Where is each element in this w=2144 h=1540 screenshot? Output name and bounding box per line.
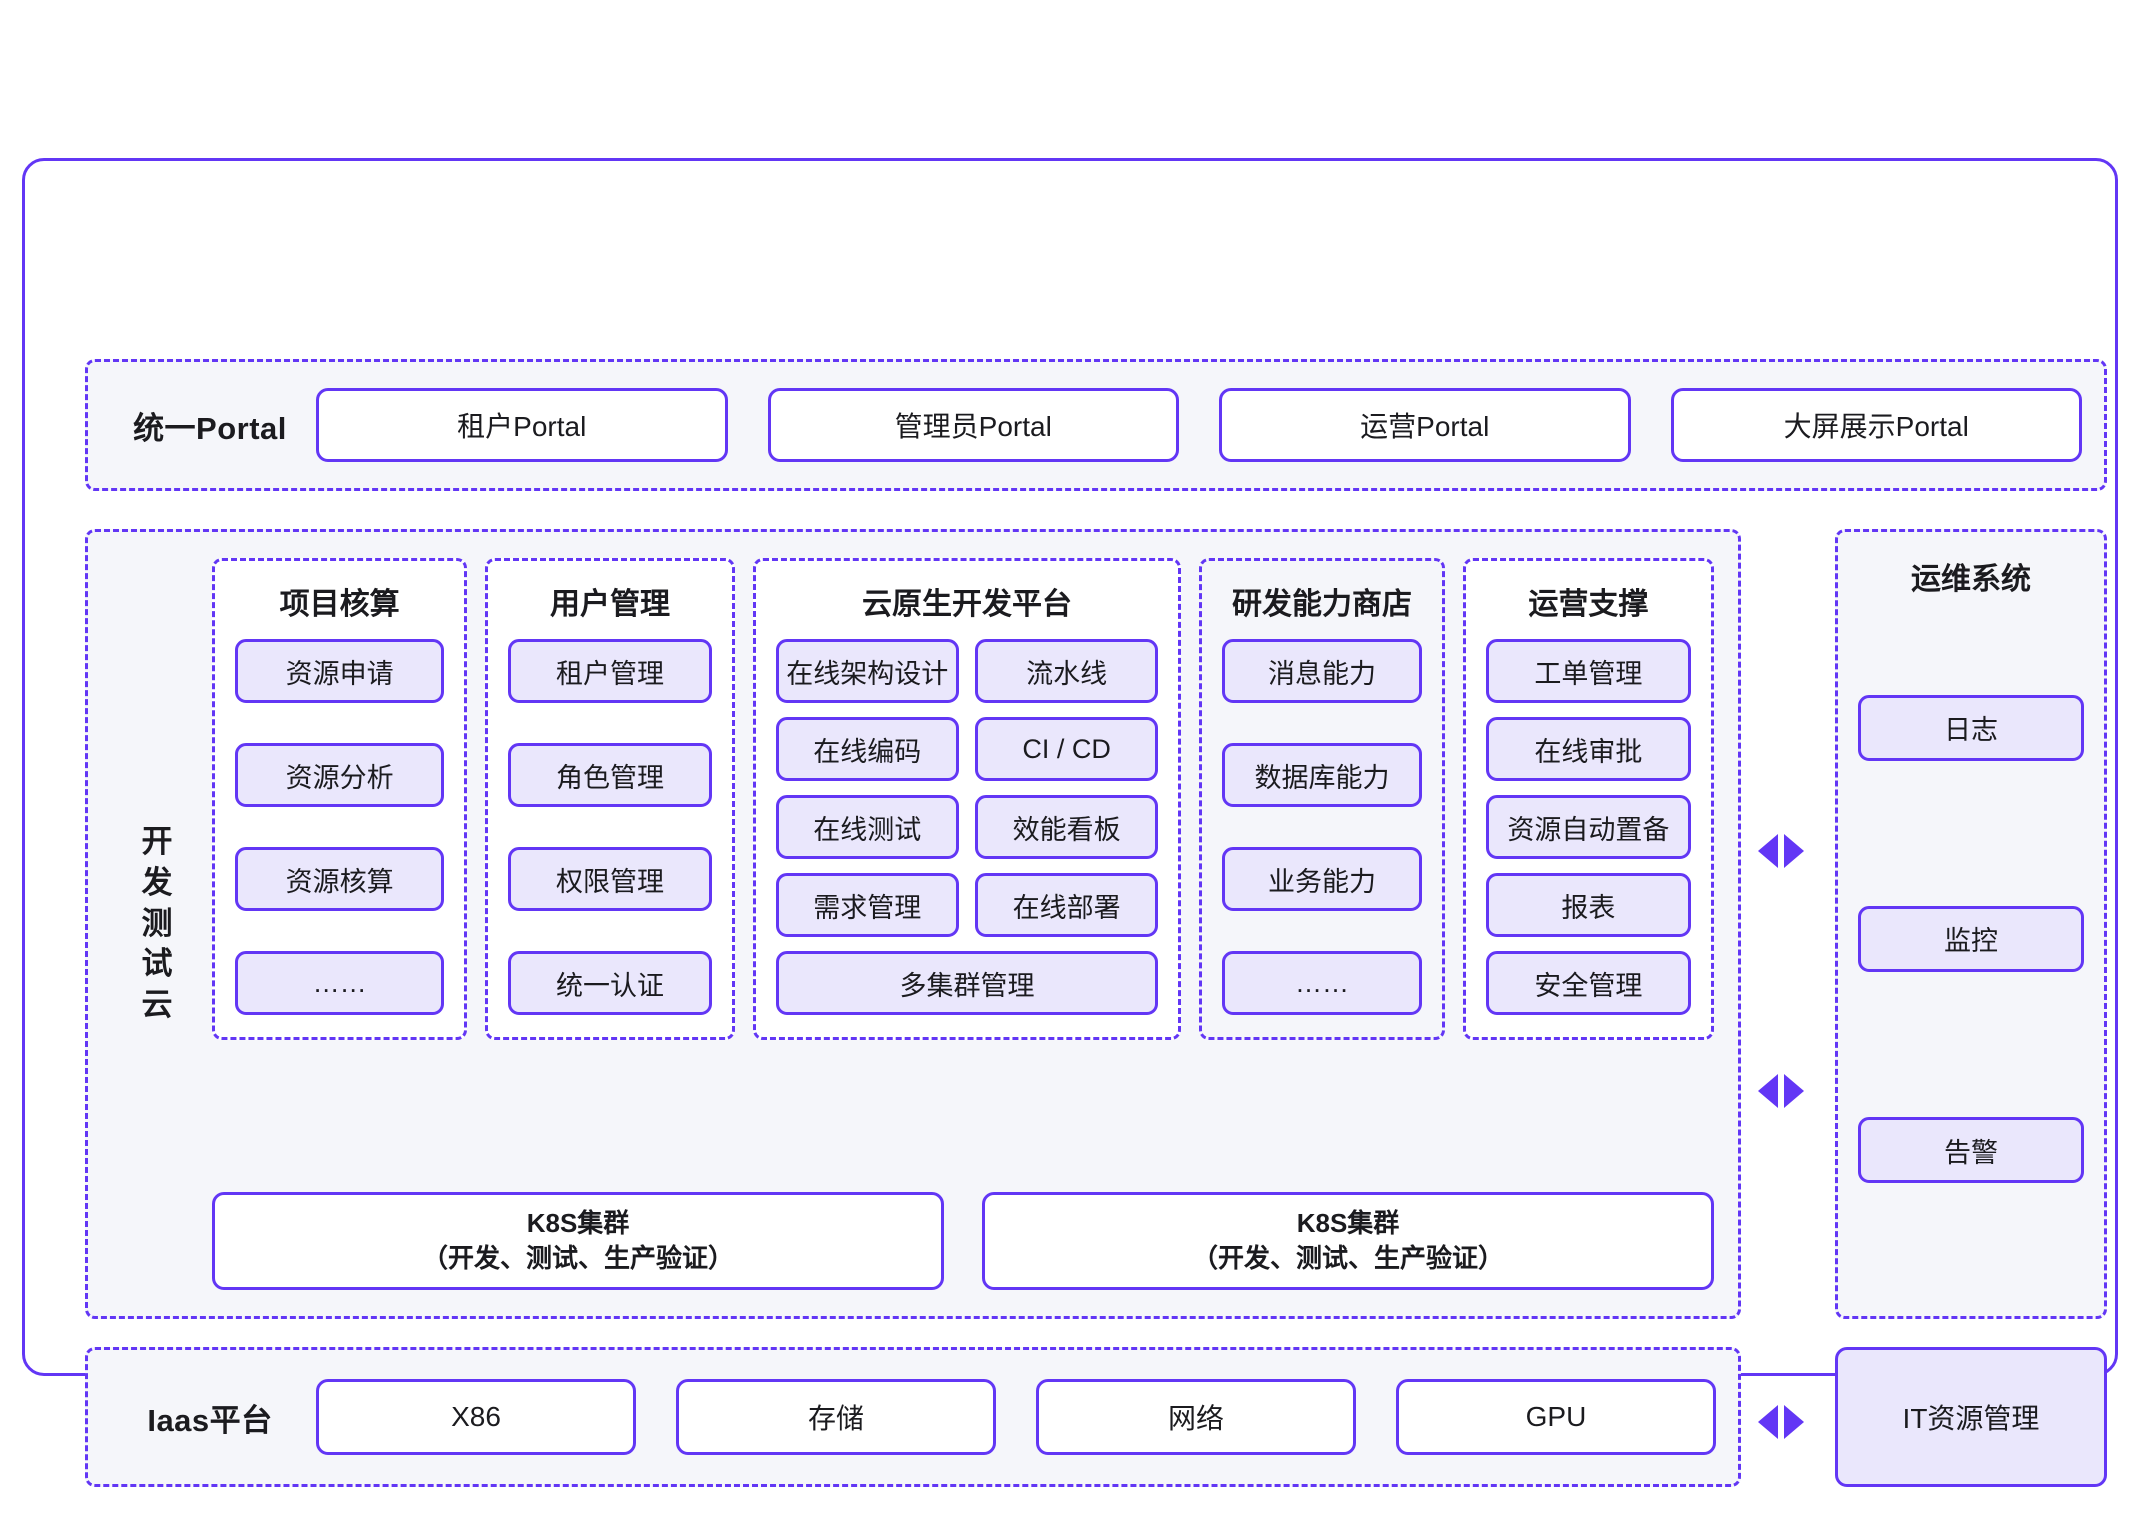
dev-test-cloud-section: 开发测试云 项目核算 资源申请 资源分析 资源核算 …… 用户管理 (85, 529, 1741, 1319)
column-title-operation-support: 运营支撑 (1528, 588, 1649, 621)
item-business-capability[interactable]: 业务能力 (1222, 847, 1422, 911)
bidirectional-arrow-ops-bottom (1758, 1074, 1804, 1108)
iaas-section-label: Iaas平台 (147, 1402, 273, 1438)
item-efficiency-dashboard[interactable]: 效能看板 (974, 795, 1159, 859)
item-ci-cd[interactable]: CI / CD (974, 717, 1159, 781)
item-message-capability[interactable]: 消息能力 (1222, 639, 1422, 703)
item-x86[interactable]: X86 (316, 1379, 636, 1455)
item-report[interactable]: 报表 (1485, 873, 1691, 937)
it-resource-management-box[interactable]: IT资源管理 (1835, 1347, 2107, 1487)
k8s-cluster-1-title: K8S集群 (526, 1207, 630, 1238)
item-online-approval[interactable]: 在线审批 (1485, 717, 1691, 781)
item-online-architecture-design[interactable]: 在线架构设计 (775, 639, 959, 703)
item-pipeline[interactable]: 流水线 (974, 639, 1159, 703)
item-ticket-management[interactable]: 工单管理 (1485, 639, 1691, 703)
column-title-capability-store: 研发能力商店 (1232, 588, 1412, 621)
portal-item-operation[interactable]: 运营Portal (1219, 388, 1631, 462)
arrow-left-icon (1758, 1074, 1778, 1108)
dev-test-cloud-label-text: 开发测试云 (141, 823, 173, 1023)
k8s-cluster-box-1[interactable]: K8S集群 （开发、测试、生产验证） (212, 1192, 944, 1290)
dev-test-cloud-label: 开发测试云 (120, 532, 194, 1316)
column-project-accounting: 项目核算 资源申请 资源分析 资源核算 …… (212, 558, 468, 1040)
item-monitoring[interactable]: 监控 (1858, 905, 2084, 972)
bidirectional-arrow-ops-top (1758, 834, 1804, 868)
portal-items: 租户Portal 管理员Portal 运营Portal 大屏展示Portal (310, 388, 2082, 462)
arrow-left-icon (1758, 834, 1778, 868)
item-resource-accounting[interactable]: 资源核算 (235, 847, 445, 911)
arrow-left-icon (1758, 1405, 1778, 1439)
item-resource-apply[interactable]: 资源申请 (235, 639, 445, 703)
item-requirement-management[interactable]: 需求管理 (775, 873, 959, 937)
portal-item-admin[interactable]: 管理员Portal (767, 388, 1179, 462)
architecture-diagram-frame: 统一Portal 租户Portal 管理员Portal 运营Portal 大屏展… (22, 158, 2118, 1487)
arrow-right-icon (1784, 834, 1804, 868)
k8s-cluster-1-subtitle: （开发、测试、生产验证） (421, 1243, 734, 1273)
k8s-cluster-box-2[interactable]: K8S集群 （开发、测试、生产验证） (982, 1192, 1714, 1290)
column-items-operation-support: 工单管理 在线审批 资源自动置备 报表 安全管理 (1485, 639, 1691, 1015)
item-gpu[interactable]: GPU (1396, 1379, 1716, 1455)
portal-section-label: 统一Portal (133, 410, 287, 446)
column-title-cloud-native-platform: 云原生开发平台 (861, 588, 1072, 621)
column-cloud-native-platform: 云原生开发平台 在线架构设计 流水线 在线编码 CI / CD 在线测试 效能看… (752, 558, 1182, 1040)
item-unified-auth[interactable]: 统一认证 (508, 951, 712, 1015)
portal-item-bigscreen[interactable]: 大屏展示Portal (1670, 388, 2082, 462)
iaas-items: X86 存储 网络 GPU (310, 1379, 1716, 1455)
column-items-user-management: 租户管理 角色管理 权限管理 统一认证 (508, 639, 712, 1015)
item-more-project-accounting[interactable]: …… (235, 951, 445, 1015)
dev-test-cloud-columns: 项目核算 资源申请 资源分析 资源核算 …… 用户管理 租户管理 角色管理 权限… (212, 558, 1714, 1040)
column-items-capability-store: 消息能力 数据库能力 业务能力 …… (1222, 639, 1422, 1015)
item-online-coding[interactable]: 在线编码 (775, 717, 959, 781)
column-capability-store: 研发能力商店 消息能力 数据库能力 业务能力 …… (1199, 558, 1445, 1040)
column-items-project-accounting: 资源申请 资源分析 资源核算 …… (235, 639, 445, 1015)
item-more-capability-store[interactable]: …… (1222, 951, 1422, 1015)
item-storage[interactable]: 存储 (676, 1379, 996, 1455)
column-items-cloud-native-platform: 在线架构设计 流水线 在线编码 CI / CD 在线测试 效能看板 需求管理 在… (775, 639, 1159, 1015)
column-title-user-management: 用户管理 (549, 588, 670, 621)
item-multi-cluster-management[interactable]: 多集群管理 (775, 951, 1159, 1015)
item-security-management[interactable]: 安全管理 (1485, 951, 1691, 1015)
item-network[interactable]: 网络 (1036, 1379, 1356, 1455)
iaas-section: Iaas平台 X86 存储 网络 GPU (85, 1347, 1741, 1487)
item-database-capability[interactable]: 数据库能力 (1222, 743, 1422, 807)
item-online-testing[interactable]: 在线测试 (775, 795, 959, 859)
column-user-management: 用户管理 租户管理 角色管理 权限管理 统一认证 (485, 558, 735, 1040)
k8s-cluster-row: K8S集群 （开发、测试、生产验证） K8S集群 （开发、测试、生产验证） (212, 1192, 1714, 1290)
ops-system-section: 运维系统 日志 监控 告警 (1835, 529, 2107, 1319)
item-resource-analysis[interactable]: 资源分析 (235, 743, 445, 807)
column-operation-support: 运营支撑 工单管理 在线审批 资源自动置备 报表 安全管理 (1462, 558, 1714, 1040)
item-tenant-management[interactable]: 租户管理 (508, 639, 712, 703)
ops-system-items: 日志 监控 告警 (1858, 608, 2084, 1286)
arrow-right-icon (1784, 1405, 1804, 1439)
item-online-deployment[interactable]: 在线部署 (974, 873, 1159, 937)
item-permission-management[interactable]: 权限管理 (508, 847, 712, 911)
middle-row: 开发测试云 项目核算 资源申请 资源分析 资源核算 …… 用户管理 (85, 529, 2107, 1319)
k8s-cluster-2-title: K8S集群 (1296, 1207, 1400, 1238)
portal-item-tenant[interactable]: 租户Portal (316, 388, 728, 462)
arrow-right-icon (1784, 1074, 1804, 1108)
item-role-management[interactable]: 角色管理 (508, 743, 712, 807)
k8s-cluster-2-subtitle: （开发、测试、生产验证） (1191, 1243, 1504, 1273)
item-auto-provisioning[interactable]: 资源自动置备 (1485, 795, 1691, 859)
item-alarm[interactable]: 告警 (1858, 1117, 2084, 1184)
bidirectional-arrow-iaas (1758, 1405, 1804, 1439)
portal-section: 统一Portal 租户Portal 管理员Portal 运营Portal 大屏展… (85, 359, 2107, 491)
column-title-project-accounting: 项目核算 (279, 588, 400, 621)
item-log[interactable]: 日志 (1858, 694, 2084, 761)
ops-system-title: 运维系统 (1911, 563, 2031, 596)
